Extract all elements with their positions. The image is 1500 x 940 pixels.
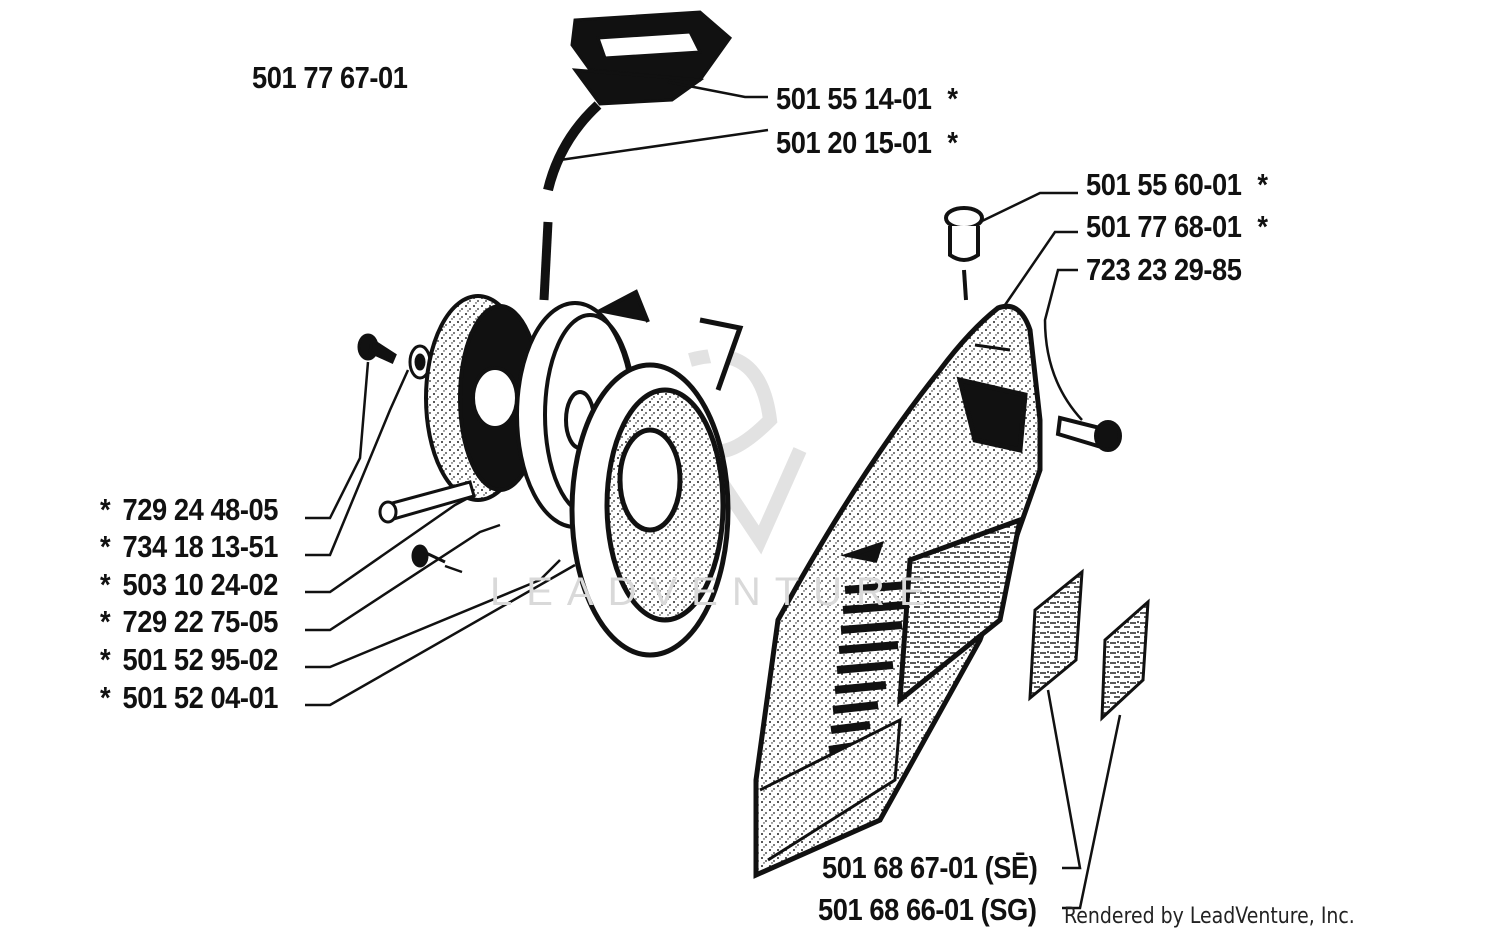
part-label-cover: 501 77 68-01 * <box>1086 209 1268 245</box>
part-number: 503 10 24-02 <box>122 567 279 602</box>
part-label-rope-handle: 501 55 14-01 * <box>776 81 958 117</box>
part-number: 723 23 29-85 <box>1086 252 1242 287</box>
part-number: 729 24 48-05 <box>122 492 279 527</box>
part-label-rope: 501 20 15-01 * <box>776 125 958 161</box>
part-star: * <box>947 81 958 116</box>
part-number: 729 22 75-05 <box>122 604 279 639</box>
cover-screw-part <box>1055 415 1122 452</box>
leader-lines <box>305 80 1122 910</box>
part-label-left-6: * 501 52 04-01 <box>100 680 278 716</box>
part-number: 501 52 04-01 <box>122 680 279 715</box>
washer-part <box>408 344 432 380</box>
part-number: 501 77 68-01 <box>1086 209 1242 244</box>
part-number: 501 20 15-01 <box>776 125 932 160</box>
pin-part <box>378 480 476 524</box>
part-label-cover-screw: 723 23 29-85 <box>1086 252 1242 288</box>
part-star: * <box>100 680 111 715</box>
part-label-left-1: * 729 24 48-05 <box>100 492 278 528</box>
part-star: * <box>100 567 111 602</box>
starter-rope-part <box>539 101 602 301</box>
part-number: 734 18 13-51 <box>122 529 279 564</box>
cover-part <box>753 303 1043 879</box>
part-star: * <box>100 604 111 639</box>
decal-se-part <box>1028 568 1084 702</box>
part-label-left-4: * 729 22 75-05 <box>100 604 278 640</box>
starter-handle-part <box>570 10 733 106</box>
part-label-plug: 501 55 60-01 * <box>1086 167 1268 203</box>
part-star: * <box>947 125 958 160</box>
part-number: 501 55 60-01 <box>1086 167 1242 202</box>
part-label-decal-sg: 501 68 66-01 (SG) <box>818 892 1037 927</box>
part-label-left-3: * 503 10 24-02 <box>100 567 278 603</box>
watermark-text: LEADVENTURE <box>490 570 940 614</box>
part-star: * <box>100 492 111 527</box>
part-star: * <box>1257 167 1268 202</box>
small-screw-part <box>411 544 446 568</box>
starter-housing-part <box>569 317 744 658</box>
part-label-left-2: * 734 18 13-51 <box>100 529 278 565</box>
assembly-number-label: 501 77 67-01 <box>252 60 408 95</box>
part-number: 501 52 95-02 <box>122 642 279 677</box>
part-star: * <box>100 529 111 564</box>
plug-part <box>944 206 984 301</box>
decal-sg-part <box>1100 598 1150 722</box>
part-label-decal-se: 501 68 67-01 (SĒ) <box>822 850 1038 885</box>
part-star: * <box>100 642 111 677</box>
part-number: 501 55 14-01 <box>776 81 932 116</box>
part-star: * <box>1257 209 1268 244</box>
part-label-left-5: * 501 52 95-02 <box>100 642 278 678</box>
credit-text: Rendered by LeadVenture, Inc. <box>1064 904 1355 929</box>
screw-part <box>357 333 397 364</box>
